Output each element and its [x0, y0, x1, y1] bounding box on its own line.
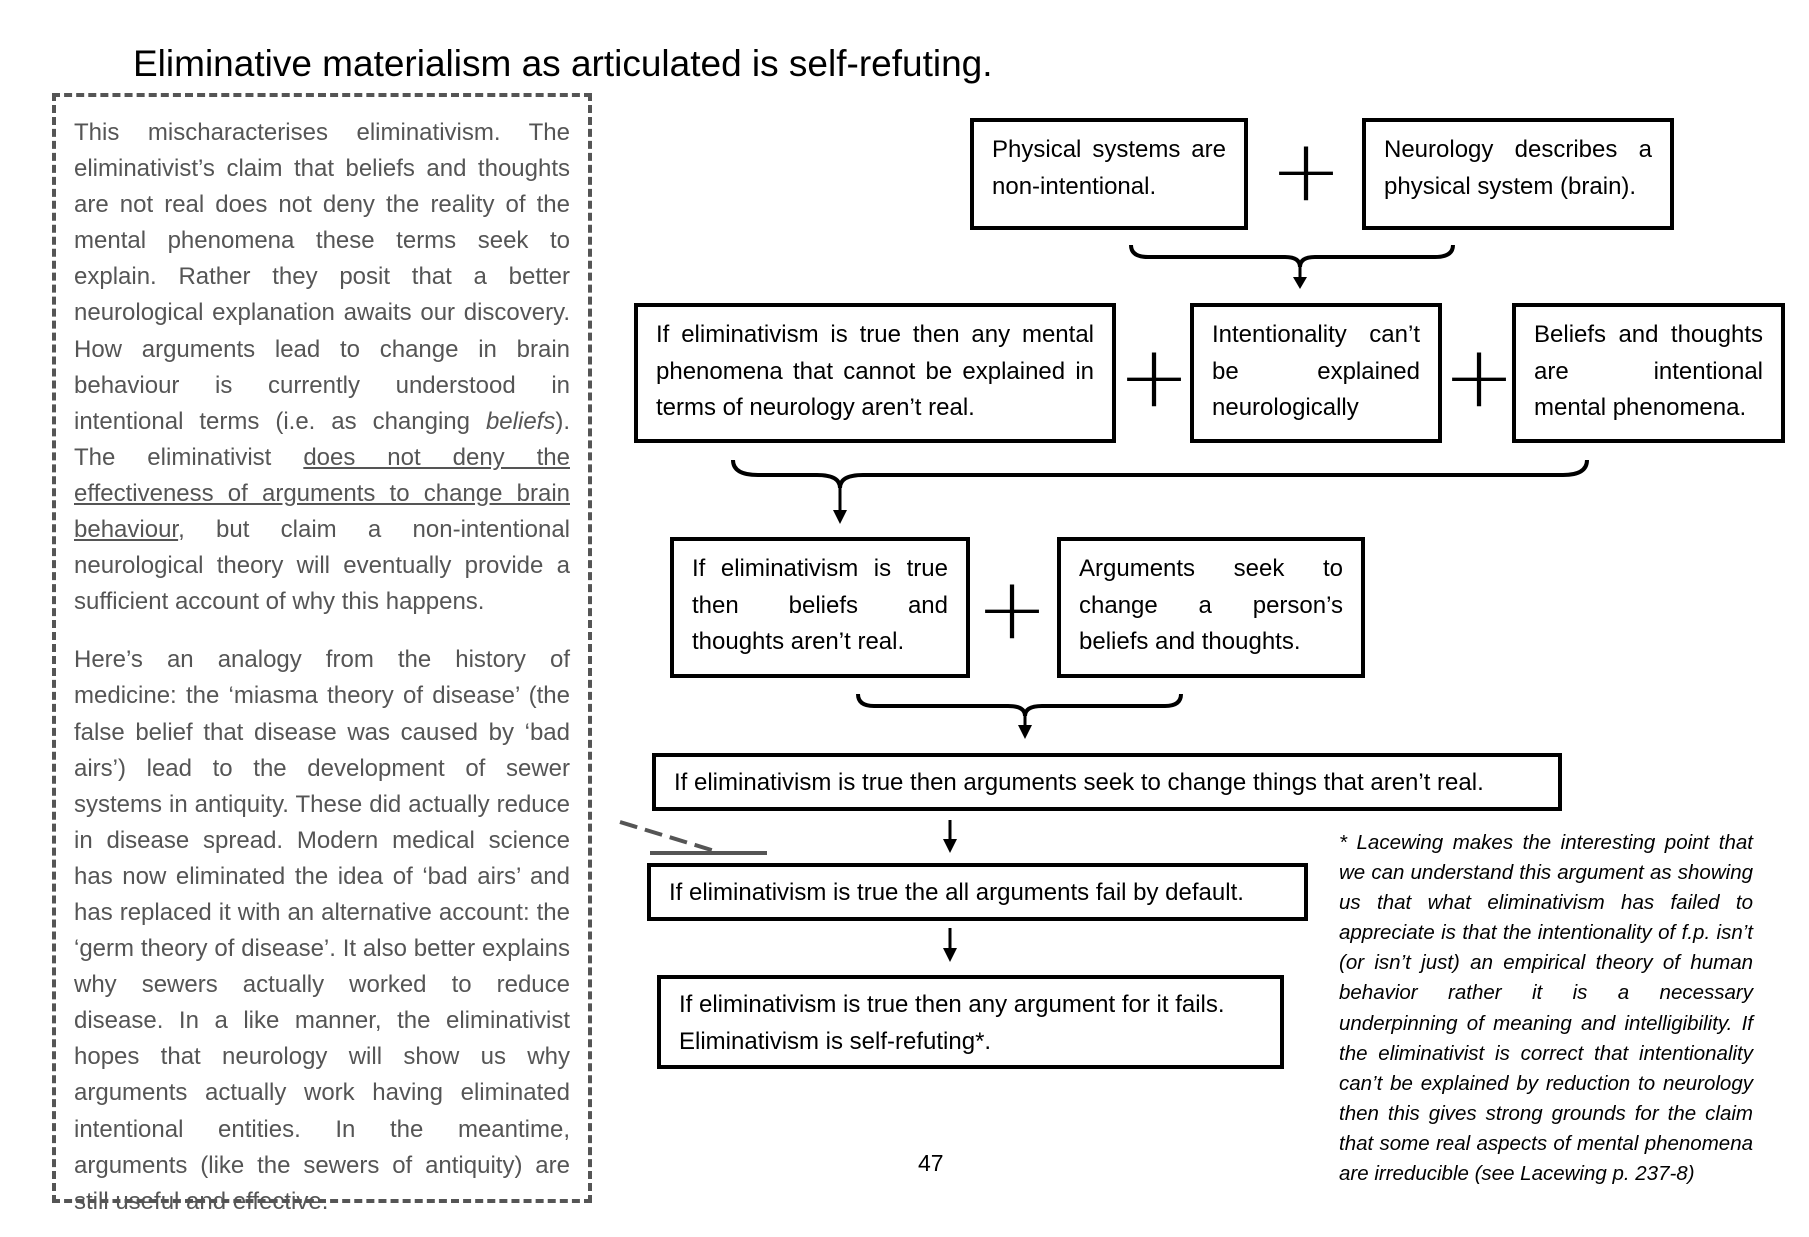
premise-text: If eliminativism is true then any mental… — [656, 321, 1094, 421]
premise-arguments-seek: Arguments seek to change a person’s beli… — [1057, 537, 1365, 678]
step-arguments-change: If eliminativism is true then arguments … — [652, 753, 1562, 811]
underlined-claim: does not deny the effectiveness of argum… — [74, 443, 570, 544]
arrow-head-brace-top — [1293, 277, 1307, 289]
footnote-lacewing: * Lacewing makes the interesting point t… — [1339, 831, 1753, 1186]
panel-connector-dash — [619, 820, 719, 854]
brace-middle — [731, 459, 1589, 489]
arrow-1-head — [943, 839, 957, 853]
premise-text: Beliefs and thoughts are intentional men… — [1534, 321, 1763, 421]
step-all-fail: If eliminativism is true the all argumen… — [647, 863, 1308, 921]
premise-text: Intentionality can’t be explained neurol… — [1212, 321, 1420, 421]
premise-if-elim-beliefs: If eliminativism is true then beliefs an… — [670, 537, 970, 678]
arrow-head-brace-middle — [833, 510, 847, 524]
objection-paragraph-2: Here’s an analogy from the history of me… — [74, 646, 570, 1215]
conclusion-line-2: Eliminativism is self-refuting*. — [679, 1027, 992, 1055]
premise-if-elim-mental: If eliminativism is true then any mental… — [634, 303, 1116, 443]
premise-text: Physical systems are non-intentional. — [992, 136, 1226, 200]
objection-text: , but claim a non-intentional neurologic… — [74, 516, 570, 616]
plus-icon: + — [1270, 121, 1343, 221]
premise-physical-systems: Physical systems are non-intentional. — [970, 118, 1248, 230]
page-title: Eliminative materialism as articulated i… — [133, 43, 993, 84]
emphasis-beliefs: beliefs — [485, 407, 556, 435]
objection-text: ). The eliminativist — [74, 407, 570, 471]
conclusion-box: If eliminativism is true then any argume… — [657, 975, 1284, 1069]
step-text: If eliminativism is true the all argumen… — [669, 879, 1244, 906]
brace-top — [1129, 244, 1455, 268]
objection-paragraph-1: This mischaracterises eliminativism. The… — [74, 115, 570, 620]
arrow-2-head — [943, 948, 957, 962]
objection-text: This mischaracterises eliminativism. The… — [74, 119, 570, 435]
premise-beliefs-intentional: Beliefs and thoughts are intentional men… — [1512, 303, 1785, 443]
premise-intentionality-cant: Intentionality can’t be explained neurol… — [1190, 303, 1442, 443]
conclusion-line-1: If eliminativism is true then any argume… — [679, 991, 1225, 1018]
plus-icon: + — [1443, 327, 1516, 427]
premise-text: Neurology describes a physical system (b… — [1384, 136, 1652, 200]
arrow-head-brace-lower — [1018, 725, 1032, 739]
brace-lower — [856, 693, 1183, 717]
plus-icon: + — [1118, 327, 1191, 427]
objection-panel: This mischaracterises eliminativism. The… — [52, 93, 592, 1215]
premise-text: If eliminativism is true then beliefs an… — [692, 555, 948, 655]
plus-icon: + — [976, 559, 1049, 659]
step-text: If eliminativism is true then arguments … — [674, 769, 1484, 796]
page-number: 47 — [918, 1150, 944, 1176]
premise-text: Arguments seek to change a person’s beli… — [1079, 555, 1343, 655]
premise-neurology-describes: Neurology describes a physical system (b… — [1362, 118, 1674, 230]
